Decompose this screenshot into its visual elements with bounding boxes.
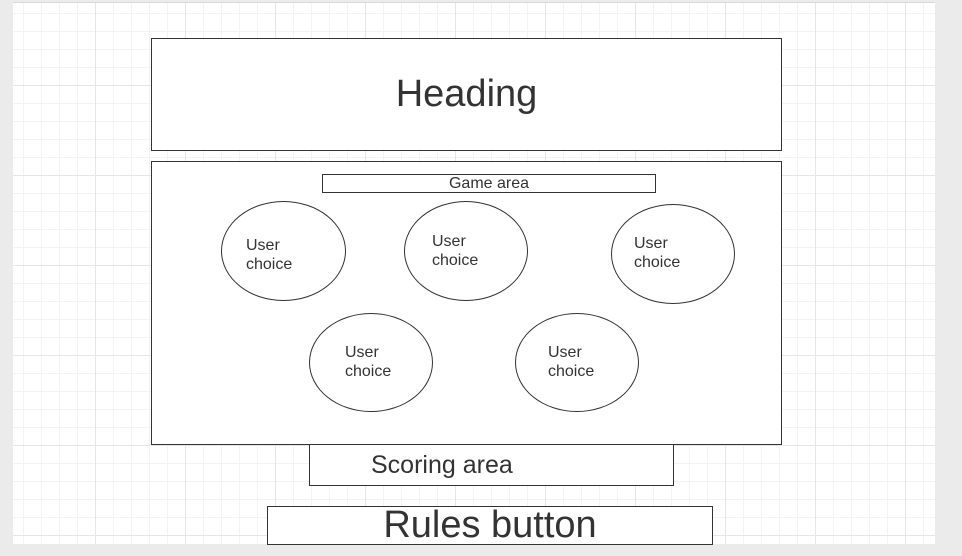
user-choice-ellipse-5	[515, 313, 639, 412]
heading-label: Heading	[395, 73, 538, 115]
user-choice-label-2: User choice	[432, 232, 502, 270]
user-choice-label-4: User choice	[345, 343, 415, 381]
user-choice-label-3-line2: choice	[634, 254, 681, 271]
rules-button-box: Rules button	[267, 506, 713, 545]
user-choice-label-5: User choice	[548, 343, 618, 381]
user-choice-ellipse-3	[611, 204, 735, 304]
user-choice-label-3-line1: User	[634, 235, 668, 252]
rules-button-label: Rules button	[383, 504, 597, 546]
scoring-area-box: Scoring area	[309, 444, 674, 486]
user-choice-label-1-line2: choice	[246, 256, 293, 273]
user-choice-label-2-line1: User	[432, 233, 466, 250]
user-choice-label-4-line1: User	[345, 344, 379, 361]
user-choice-label-1-line1: User	[246, 237, 280, 254]
game-area-label: Game area	[448, 175, 530, 192]
game-area-label-box: Game area	[322, 174, 656, 193]
user-choice-ellipse-1	[221, 201, 346, 301]
user-choice-label-5-line2: choice	[548, 363, 595, 380]
user-choice-label-4-line2: choice	[345, 363, 392, 380]
user-choice-label-1: User choice	[246, 236, 316, 274]
scoring-area-label: Scoring area	[371, 450, 513, 479]
user-choice-ellipse-2	[404, 201, 528, 301]
user-choice-ellipse-4	[309, 313, 433, 412]
user-choice-label-3: User choice	[634, 234, 704, 272]
heading-box: Heading	[151, 38, 782, 151]
user-choice-label-2-line2: choice	[432, 252, 479, 269]
user-choice-label-5-line1: User	[548, 344, 582, 361]
